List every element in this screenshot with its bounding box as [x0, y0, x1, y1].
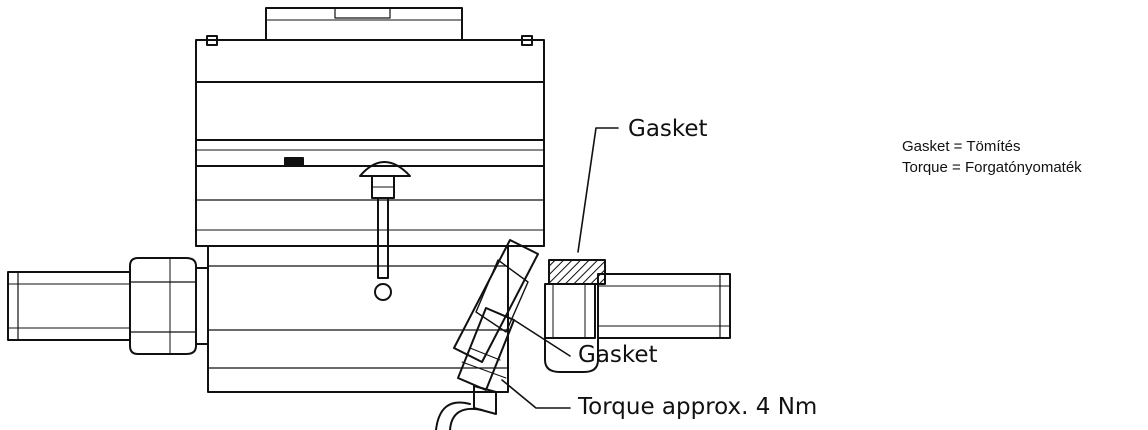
left-pipe-connector: [7, 271, 131, 341]
torque-callout: Torque approx. 4 Nm: [577, 394, 817, 420]
top-lid: [265, 7, 463, 41]
legend-line-gasket: Gasket = Tömítés: [902, 138, 1021, 155]
gasket-top-callout: Gasket: [628, 116, 708, 142]
right-pipe-connector: [597, 273, 731, 339]
sensor-cable: [435, 401, 483, 430]
gasket-bottom-callout: Gasket: [578, 342, 658, 368]
left-union-nut: [129, 257, 209, 355]
translation-legend: Gasket = Tömítés Torque = Forgatónyomaté…: [902, 136, 1082, 178]
counter-housing: [195, 35, 545, 247]
right-union-nut: [544, 259, 606, 373]
meter-body: [207, 245, 509, 393]
legend-line-torque: Torque = Forgatónyomaték: [902, 159, 1082, 176]
callout-leader-lines: [501, 127, 619, 409]
seal-screw: [359, 161, 411, 301]
